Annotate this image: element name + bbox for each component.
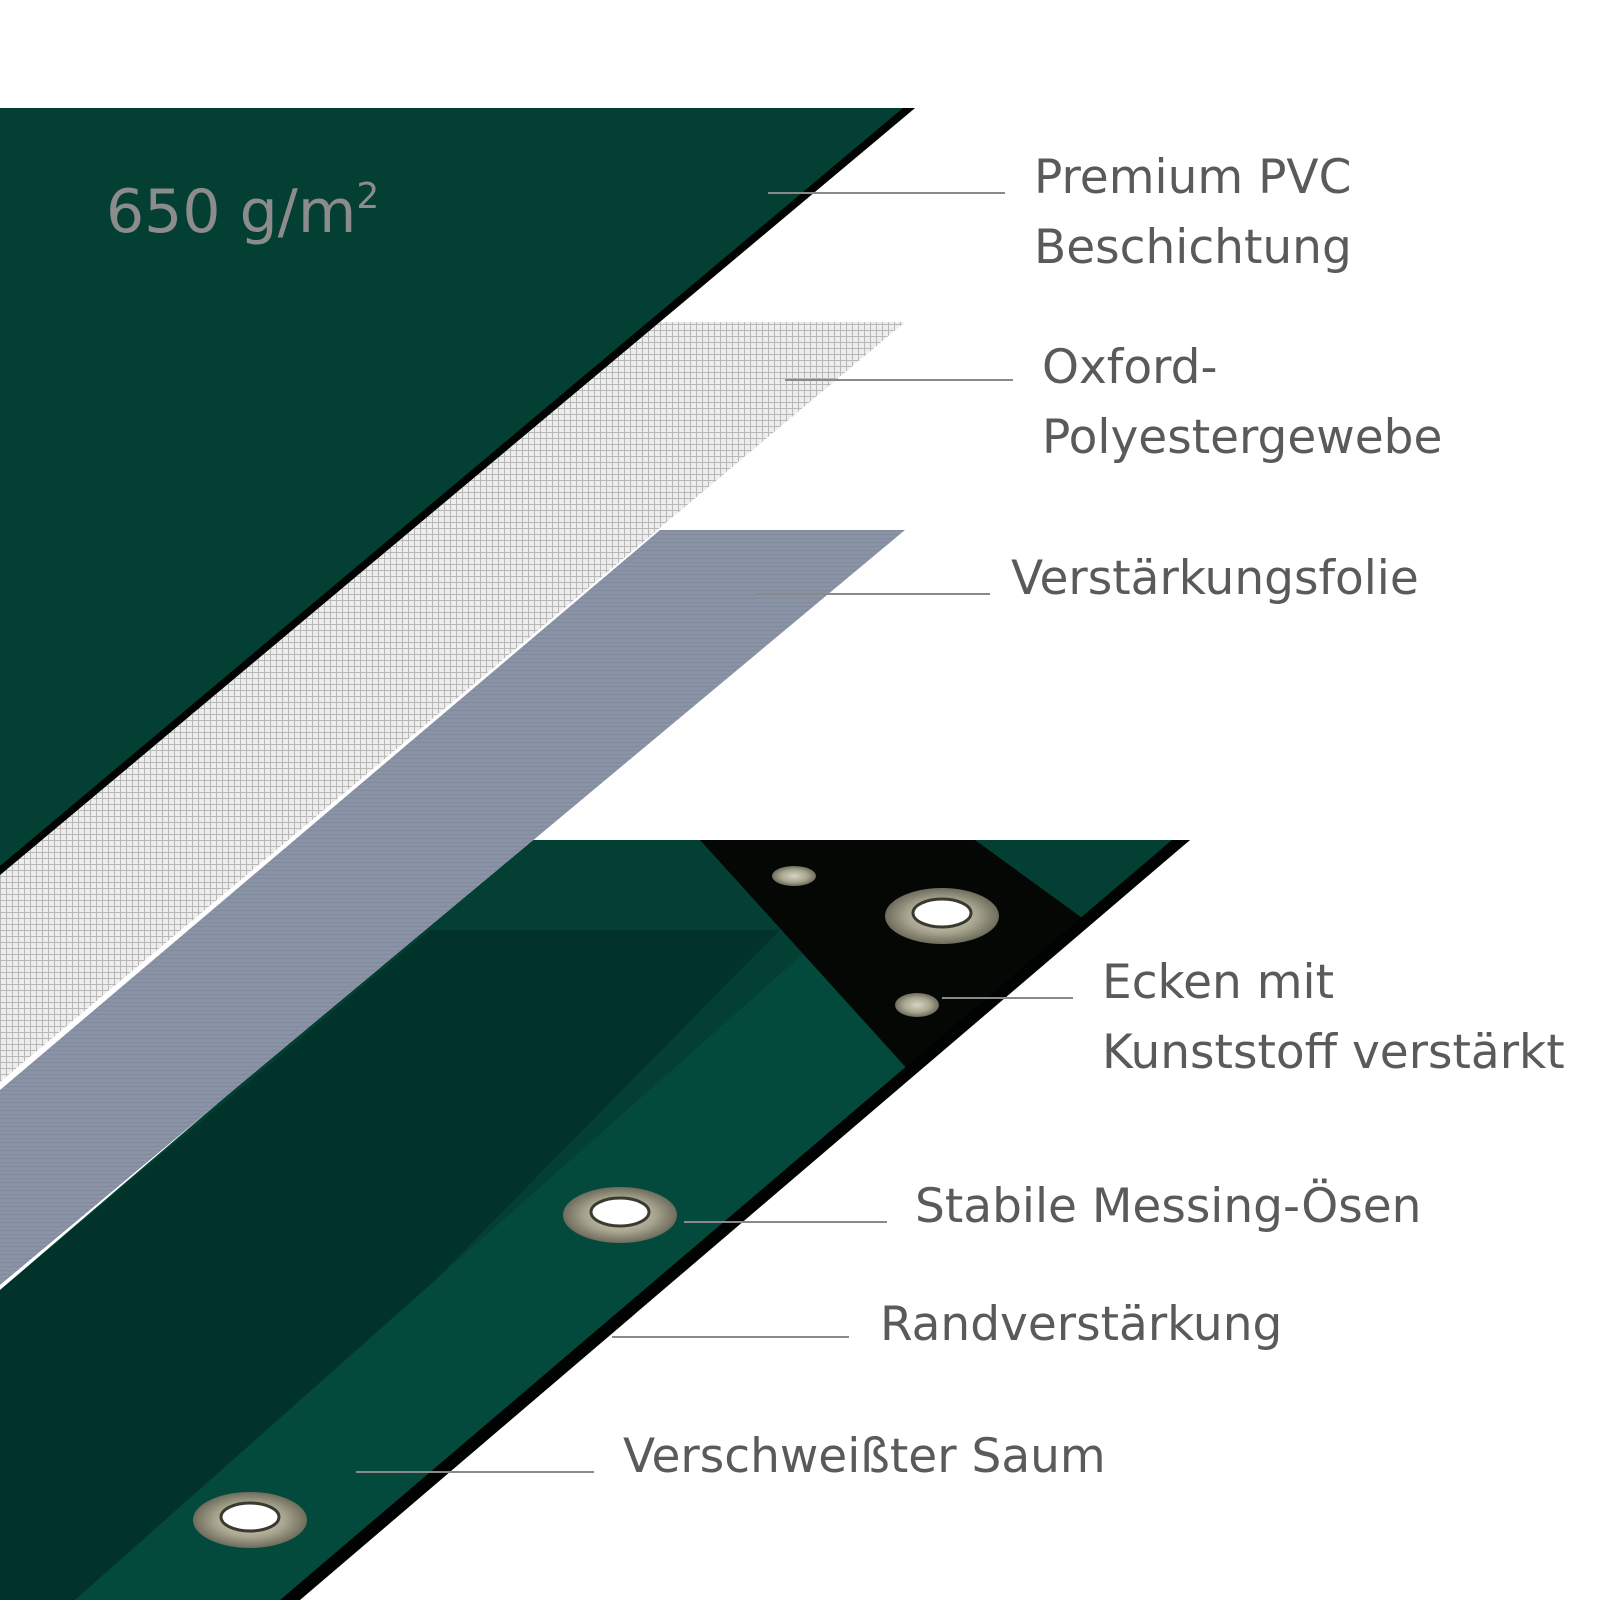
label-corners-line1: Ecken mit <box>1102 955 1334 1010</box>
label-edge: Randverstärkung <box>880 1297 1282 1352</box>
tarp-shadow-band <box>0 930 780 1600</box>
label-foil: Verstärkungsfolie <box>1011 551 1419 606</box>
label-coating-line1: Premium PVC <box>1034 150 1351 205</box>
label-fabric-line2: Polyestergewebe <box>1042 410 1442 465</box>
pvc-coating-layer <box>0 108 915 875</box>
label-corners-line2: Kunststoff verstärkt <box>1102 1025 1565 1080</box>
grommet-icon <box>885 888 999 944</box>
pvc-edge <box>0 108 915 875</box>
hem-strip <box>75 952 910 1600</box>
label-hem: Verschweißter Saum <box>623 1429 1106 1484</box>
grommet-icon <box>193 1492 307 1548</box>
rivet-icon <box>772 866 816 886</box>
label-coating-line2: Beschichtung <box>1034 220 1352 275</box>
fabric-layer <box>0 322 905 1082</box>
weight-label: 650 g/m2 <box>106 176 379 247</box>
tarp-edge <box>280 840 1190 1600</box>
corner-reinforcement <box>700 840 1085 1072</box>
label-fabric-line1: Oxford- <box>1042 340 1217 395</box>
grommet-icon <box>563 1187 677 1243</box>
rivet-icon <box>895 993 939 1017</box>
foil-layer <box>0 530 905 1285</box>
label-eyelets: Stabile Messing-Ösen <box>915 1179 1421 1234</box>
